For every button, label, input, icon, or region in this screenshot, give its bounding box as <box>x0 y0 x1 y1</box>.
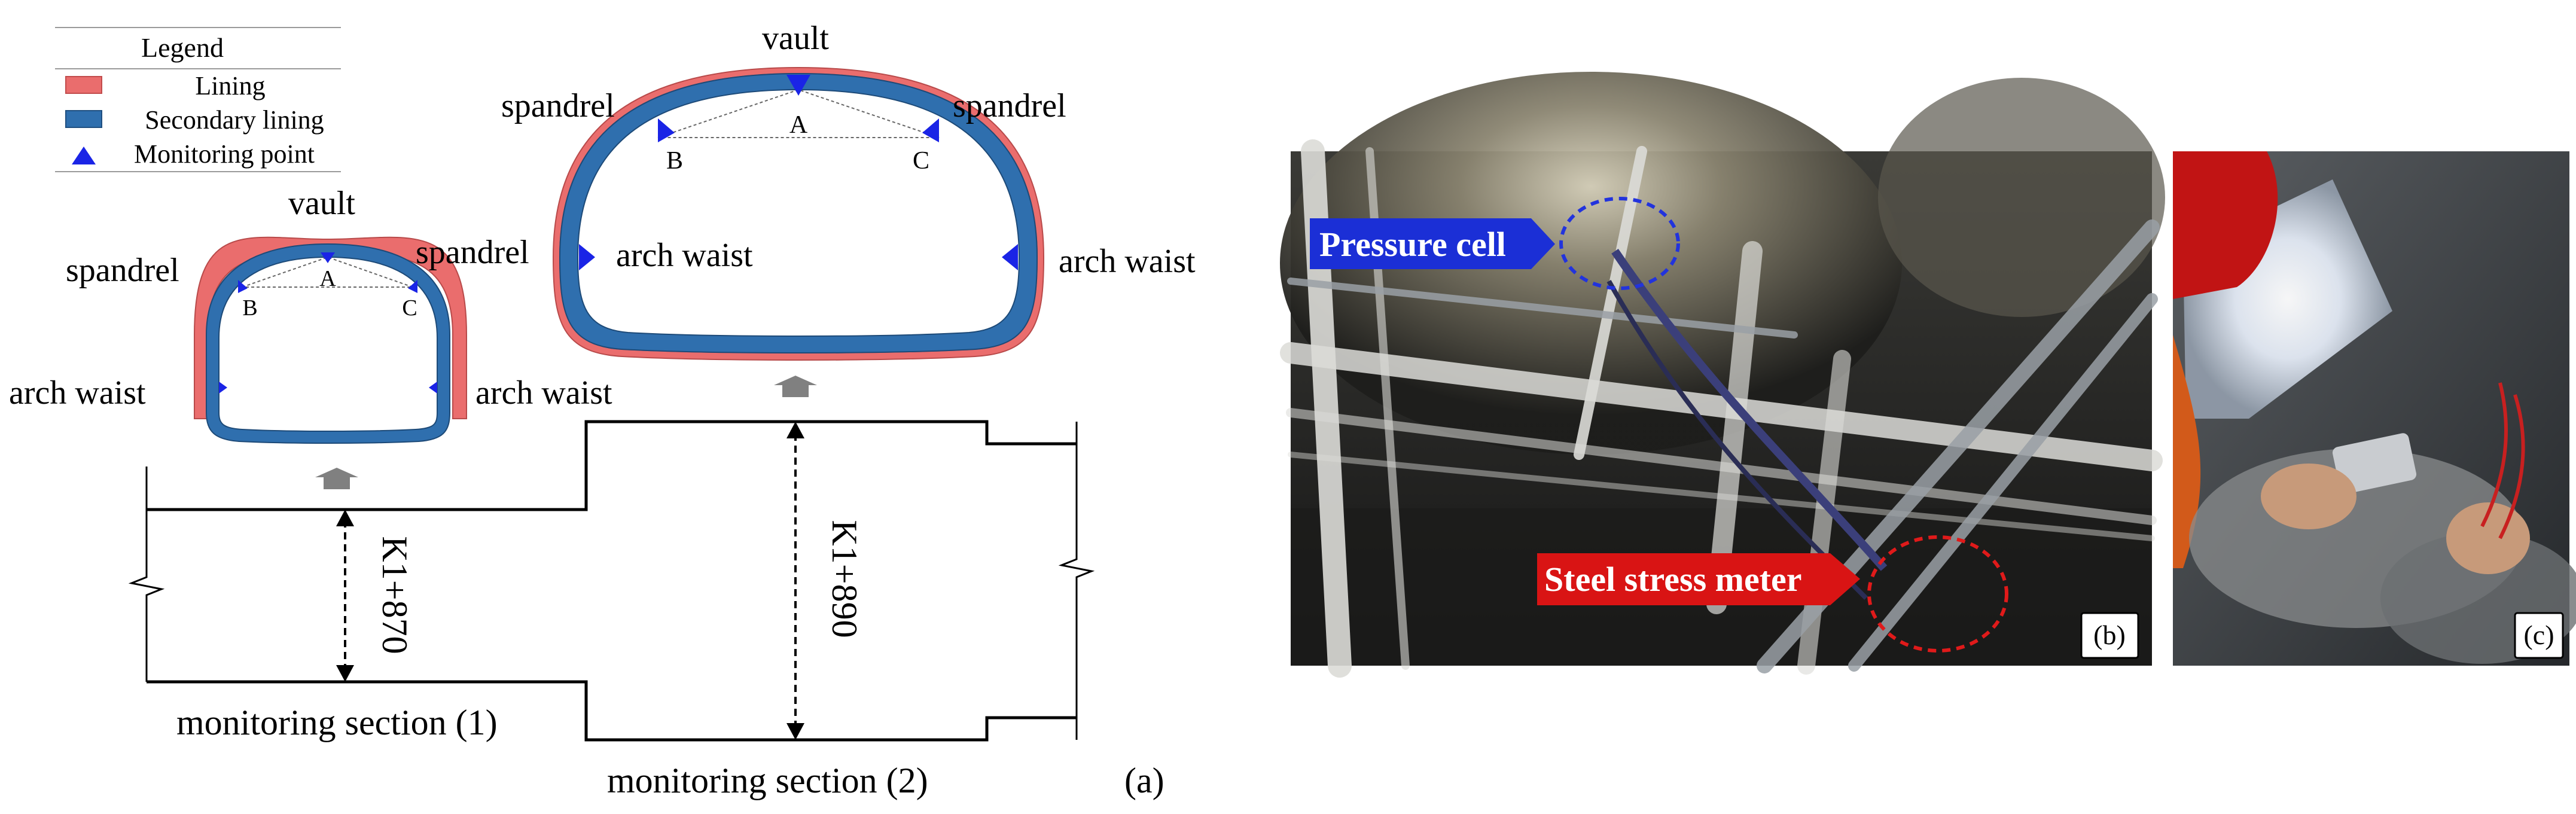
large-point-arch-waist-left <box>579 244 595 270</box>
dimension-k1-890: K1+890 <box>786 422 864 740</box>
small-section-profile: A B C vault spandrel spandrel arch waist… <box>9 185 612 444</box>
small-label-arch-waist-left: arch waist <box>9 374 146 411</box>
large-label-vault: vault <box>762 20 829 57</box>
small-label-spandrel-right: spandrel <box>416 234 529 271</box>
small-label-b: B <box>242 295 257 321</box>
pressure-cell-marker <box>1559 197 1680 290</box>
small-label-c: C <box>402 295 417 321</box>
small-label-a: A <box>319 266 336 291</box>
panel-label-a: (a) <box>1124 761 1164 800</box>
lining-swatch <box>65 76 102 94</box>
tag-steel-stress-meter: Steel stress meter <box>1544 560 1802 599</box>
legend-item-monitoring-point: Monitoring point <box>134 139 315 169</box>
station-k1-890: K1+890 <box>825 520 864 638</box>
small-up-arrow-icon <box>315 468 358 489</box>
small-point-arch-waist-left <box>219 382 227 394</box>
secondary-lining-swatch <box>65 110 102 128</box>
large-point-arch-waist-right <box>1002 244 1018 270</box>
small-secondary-lining <box>206 243 450 444</box>
triangle-marker-icon <box>72 147 96 164</box>
tunnel-plan <box>128 420 1095 742</box>
large-up-arrow-icon <box>774 376 817 397</box>
legend-title: Legend <box>141 32 224 63</box>
legend-item-lining: Lining <box>195 71 265 100</box>
large-label-arch-waist-right: arch waist <box>1059 243 1196 280</box>
large-label-arch-waist-left: arch waist <box>616 237 753 274</box>
photo-c: (c) <box>2173 151 2576 666</box>
tag-pressure-cell: Pressure cell <box>1319 225 1506 264</box>
dimension-k1-870: K1+870 <box>336 510 414 682</box>
small-point-vault <box>321 252 335 263</box>
large-point-vault <box>786 75 810 96</box>
large-label-a: A <box>789 111 808 139</box>
caption-monitoring-section-1: monitoring section (1) <box>176 703 498 742</box>
legend: Legend Lining Secondary lining Monitorin… <box>55 27 341 172</box>
small-point-spandrel-right <box>408 280 417 293</box>
small-label-spandrel-left: spandrel <box>66 252 179 289</box>
small-point-arch-waist-right <box>429 382 437 394</box>
station-k1-870: K1+870 <box>375 536 414 654</box>
panel-label-b: (b) <box>2093 620 2126 650</box>
large-section-profile: A B C vault spandrel spandrel arch waist… <box>501 20 1196 361</box>
legend-item-secondary-lining: Secondary lining <box>145 105 324 135</box>
small-point-spandrel-left <box>238 280 248 293</box>
large-point-spandrel-left <box>658 118 675 142</box>
small-measure-lines <box>242 256 413 288</box>
large-label-spandrel-left: spandrel <box>501 87 615 124</box>
steel-stress-meter-marker <box>1867 535 2008 653</box>
large-label-spandrel-right: spandrel <box>953 87 1066 124</box>
large-secondary-lining <box>559 72 1038 353</box>
large-label-b: B <box>666 147 683 175</box>
photo-b: Pressure cell Steel stress meter (b) <box>1280 72 2165 678</box>
large-measure-lines <box>657 89 940 138</box>
large-point-spandrel-right <box>922 118 939 142</box>
large-label-c: C <box>913 147 929 175</box>
small-label-vault: vault <box>288 185 355 222</box>
small-label-arch-waist-right: arch waist <box>475 374 612 411</box>
caption-monitoring-section-2: monitoring section (2) <box>607 761 928 800</box>
panel-label-c: (c) <box>2523 620 2554 650</box>
